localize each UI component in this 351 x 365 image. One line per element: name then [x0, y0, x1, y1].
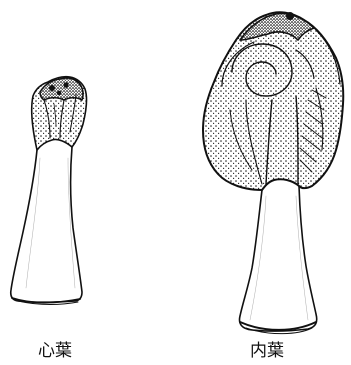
inner-leaf-caption: 内葉	[250, 341, 284, 361]
inner-leaf-stalk	[240, 186, 317, 331]
inner-leaf	[203, 12, 343, 334]
heart-leaf	[11, 77, 87, 305]
inner-leaf-blade	[203, 12, 343, 190]
heart-leaf-caption: 心葉	[38, 341, 72, 361]
heart-leaf-stalk	[11, 147, 82, 302]
